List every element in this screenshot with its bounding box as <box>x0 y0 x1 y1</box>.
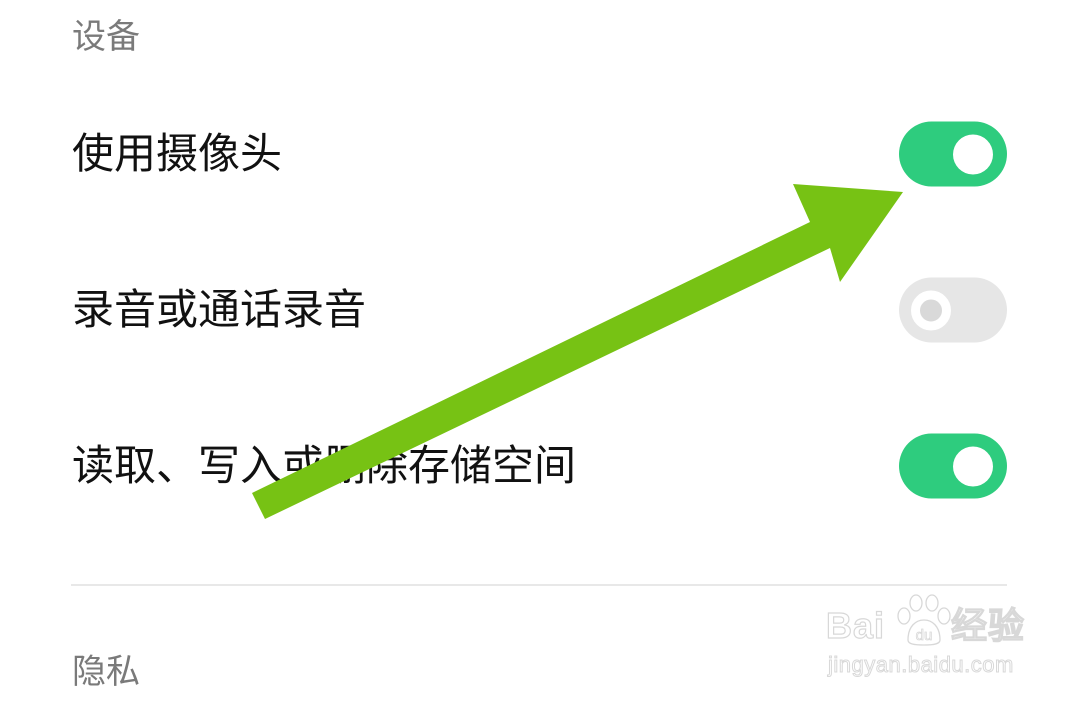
section-header-device: 设备 <box>72 17 140 57</box>
section-header-privacy: 隐私 <box>72 652 140 692</box>
storage-toggle[interactable] <box>899 433 1007 499</box>
setting-row-storage: 读取、写入或删除存储空间 <box>0 416 1077 516</box>
microphone-toggle[interactable] <box>899 277 1007 343</box>
setting-label-microphone: 录音或通话录音 <box>72 285 367 334</box>
setting-row-microphone: 录音或通话录音 <box>0 260 1077 360</box>
section-divider <box>71 584 1007 586</box>
camera-toggle[interactable] <box>899 121 1007 187</box>
setting-row-camera: 使用摄像头 <box>0 104 1077 204</box>
toggle-knob <box>953 446 993 486</box>
toggle-knob <box>911 290 951 330</box>
setting-label-storage: 读取、写入或删除存储空间 <box>72 441 577 490</box>
toggle-knob <box>953 134 993 174</box>
baidu-paw-icon: du <box>897 594 951 646</box>
svg-text:du: du <box>916 627 933 644</box>
watermark-url: jingyan.baidu.com <box>828 652 1014 677</box>
setting-label-camera: 使用摄像头 <box>72 129 283 178</box>
